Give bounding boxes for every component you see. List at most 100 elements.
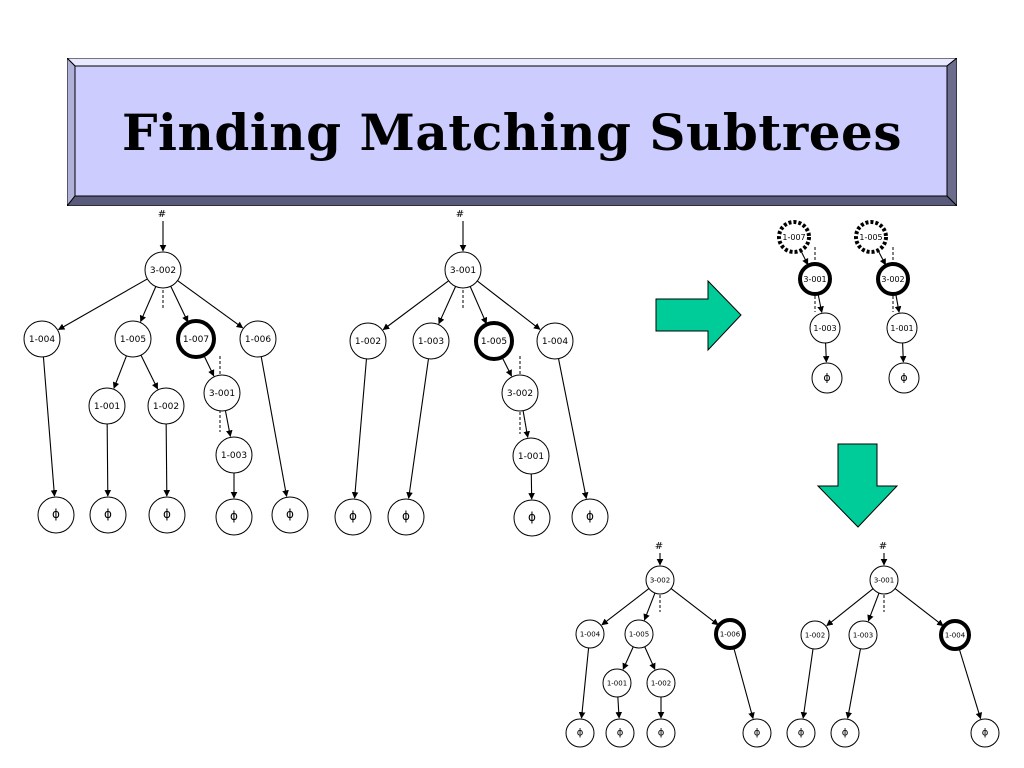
tree-edge [382,280,449,331]
leaf-node: ϕ [830,718,860,748]
tree-node: 1-005 [624,619,654,649]
tree-node: 1-001 [602,668,632,698]
leaf-node: ϕ [334,498,372,536]
tree-node: 1-005 [114,320,152,358]
node-label: 1-002 [651,680,671,688]
node-label: ϕ [754,728,761,739]
tree-edge [351,358,368,499]
tree-node: 1-001 [88,387,126,425]
root-marker: # [879,541,887,552]
tree-edge [522,410,530,438]
node-circle [714,618,746,650]
node-label: 1-002 [805,632,825,640]
node-circle [886,312,918,344]
node-label: 3-001 [450,266,476,276]
node-label: ϕ [798,728,805,739]
tree-node: 1-001 [886,312,918,344]
node-label: ϕ [982,728,989,739]
tree-edge [800,648,814,719]
title-banner: Finding Matching Subtrees [67,58,957,206]
leaf-node: ϕ [271,496,309,534]
node-label: 3-002 [881,275,904,284]
leaf-node: ϕ [811,362,843,394]
leaf-node: ϕ [786,718,816,748]
tree-node: 3-002 [144,251,182,289]
node-label: 1-004 [29,335,55,345]
tree-edge [817,293,824,313]
root-marker: # [456,209,464,220]
node-label: ϕ [823,371,830,384]
node-circle [565,718,595,748]
tree-edge [601,588,650,626]
tree-edge [177,280,244,329]
tree-edge [170,286,189,323]
node-circle [798,262,832,296]
tree-node: 3-002 [501,374,539,412]
node-label: ϕ [586,509,594,523]
node-circle [646,668,676,698]
tree-node: 3-001 [869,565,899,595]
node-circle [114,320,152,358]
node-circle [176,319,216,359]
node-circle [88,387,126,425]
node-label: 1-005 [120,335,146,345]
tree-edge [203,354,215,377]
root-marker: # [158,209,166,220]
tree-edge [733,647,755,720]
node-label: ϕ [402,509,410,523]
node-circle [645,565,675,595]
leaf-node: ϕ [215,498,253,536]
tree-edge [112,355,128,389]
node-label: 3-002 [650,577,670,585]
tree-edge [57,278,148,331]
node-circle [144,251,182,289]
tree-node: 1-002 [800,620,830,650]
node-label: 1-001 [607,680,627,688]
node-circle [37,496,75,534]
node-circle [513,499,551,537]
node-circle [786,718,816,748]
node-label: 1-001 [94,402,120,412]
leaf-node: ϕ [387,498,425,536]
node-label: 3-001 [803,275,826,284]
node-label: 1-005 [629,631,649,639]
node-label: ϕ [286,507,294,521]
tree-node: 1-003 [215,436,253,474]
tree-edge [469,286,488,325]
tree-edge [224,410,233,437]
leaf-node: ϕ [646,718,676,748]
tree-node: 1-003 [412,322,450,360]
node-circle [646,718,676,748]
down-arrow-icon [816,443,899,528]
node-circle [215,498,253,536]
tree-edge [104,423,112,497]
node-label: ϕ [900,371,907,384]
node-circle [203,374,241,412]
leaf-node: ϕ [148,496,186,534]
node-circle [809,312,841,344]
tree-edge [163,423,171,497]
node-circle [624,619,654,649]
node-circle [23,320,61,358]
tree-edge [644,646,656,670]
leaf-node: ϕ [571,498,609,536]
node-label: 1-006 [245,335,271,345]
node-label: ϕ [349,509,357,523]
node-circle [800,620,830,650]
node-label: 1-004 [542,337,568,347]
tree-node: 3-002 [876,262,910,296]
node-label: 1-005 [481,337,507,347]
tree-node: 1-003 [848,620,878,650]
node-label: ϕ [842,728,849,739]
node-circle [811,362,843,394]
root-marker: # [655,541,663,552]
node-label: ϕ [528,510,536,524]
tree-edge [140,354,159,390]
tree-node: 1-007 [777,220,811,254]
node-circle [602,668,632,698]
tree-edge [260,356,289,497]
tree-edge [615,696,623,719]
tree-edge [476,280,541,330]
node-circle [939,619,971,651]
tree-node: 1-004 [939,619,971,651]
